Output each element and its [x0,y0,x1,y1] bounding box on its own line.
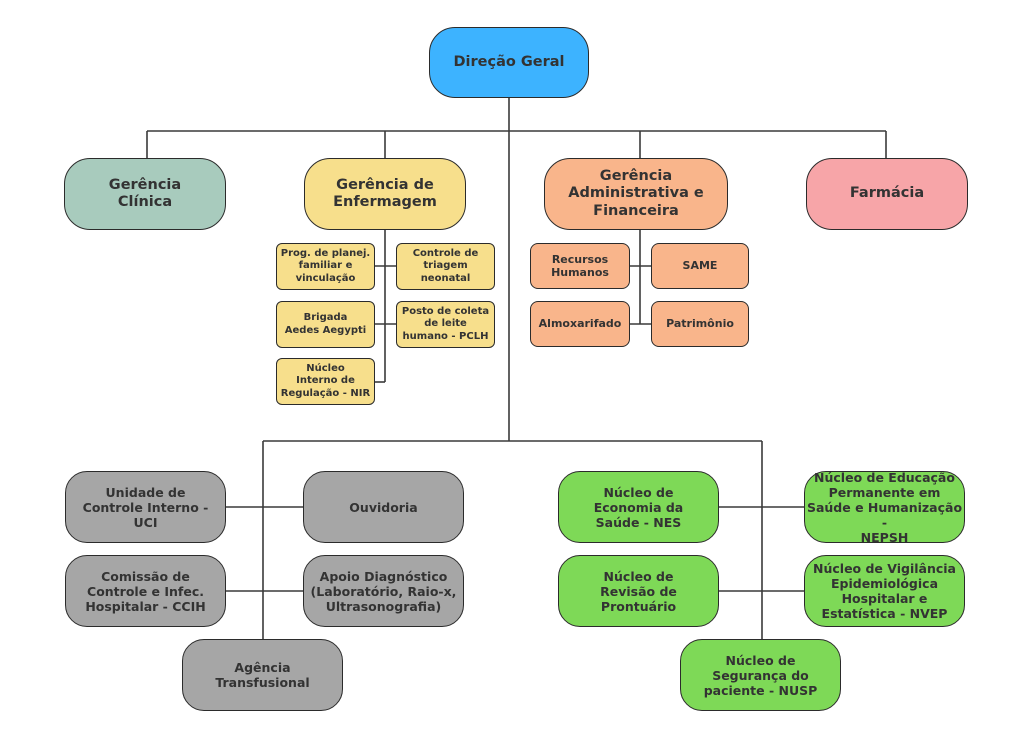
node-recursos-humanos: Recursos Humanos [530,243,630,289]
node-gerencia-clinica: Gerência Clínica [64,158,226,230]
node-nucleo-economia-nes: Núcleo de Economia da Saúde - NES [558,471,719,543]
node-nucleo-revisao-prontuario: Núcleo de Revisão de Prontuário [558,555,719,627]
node-brigada-aedes-aegypti: Brigada Aedes Aegypti [276,301,375,348]
node-apoio-diagnostico: Apoio Diagnóstico (Laboratório, Raio-x, … [303,555,464,627]
node-almoxarifado: Almoxarifado [530,301,630,347]
node-controle-interno-uci: Unidade de Controle Interno - UCI [65,471,226,543]
node-nucleo-regulacao-nir: Núcleo Interno de Regulação - NIR [276,358,375,405]
node-nucleo-educacao-nepsh: Núcleo de Educação Permanente em Saúde e… [804,470,965,545]
node-gerencia-administrativa: Gerência Administrativa e Financeira [544,158,728,230]
node-controle-triagem-neonatal: Controle de triagem neonatal [396,243,495,290]
node-same: SAME [651,243,749,289]
node-comissao-ccih: Comissão de Controle e Infec. Hospitalar… [65,555,226,627]
node-nucleo-vigilancia-nvep: Núcleo de Vigilância Epidemiológica Hosp… [804,555,965,627]
node-patrimonio: Patrimônio [651,301,749,347]
node-gerencia-enfermagem: Gerência de Enfermagem [304,158,466,230]
node-ouvidoria: Ouvidoria [303,471,464,543]
node-nucleo-seguranca-nusp: Núcleo de Segurança do paciente - NUSP [680,639,841,711]
node-agencia-transfusional: Agência Transfusional [182,639,343,711]
node-posto-coleta-pclh: Posto de coleta de leite humano - PCLH [396,301,495,348]
node-direcao-geral: Direção Geral [429,27,589,98]
node-farmacia: Farmácia [806,158,968,230]
node-prog-planej-familiar: Prog. de planej. familiar e vinculação [276,243,375,290]
